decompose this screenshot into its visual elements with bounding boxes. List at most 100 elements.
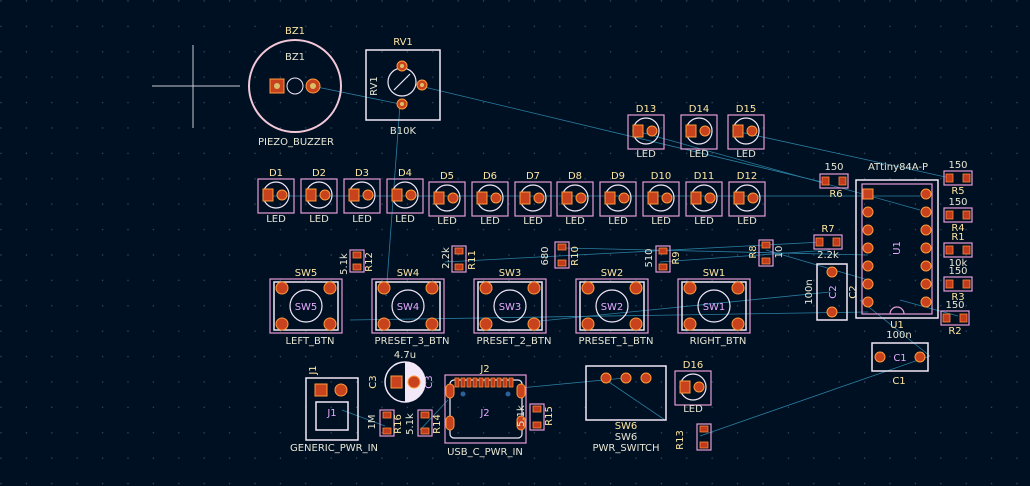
c3-side-label: C3 (424, 375, 435, 388)
led-row: D1 LED D2 LED D3 LED D4 LED (257, 168, 766, 227)
j2-inner-label: J2 (479, 408, 489, 419)
led-ref: D11 (694, 171, 714, 182)
led-value: LED (395, 214, 415, 225)
switch-sw1[interactable]: SW1 SW1 RIGHT_BTN (677, 268, 751, 347)
r5-ref: R5 (951, 186, 964, 197)
resistor-r1[interactable]: R1 10k (943, 232, 973, 269)
resistor-r2[interactable]: 150 R2 (940, 300, 970, 337)
u1-attiny84a[interactable]: ATtiny84A-P U1 U1 (855, 162, 939, 331)
j1-value: GENERIC_PWR_IN (290, 443, 378, 454)
r2-value: 150 (945, 300, 964, 311)
led-ref: D2 (312, 168, 326, 179)
resistor-r8[interactable]: R8 10 (748, 239, 785, 267)
switch-sw5[interactable]: SW5 SW5 LEFT_BTN (269, 268, 343, 347)
led-top-d13[interactable]: D13 LED (627, 104, 665, 160)
led-d2[interactable]: D2 LED (300, 168, 338, 225)
led-ref: D4 (398, 168, 412, 179)
switch-value: LEFT_BTN (285, 336, 334, 347)
connector-j2-usb-c[interactable]: J2 J2 USB_C_PWR_IN (444, 364, 527, 458)
led-d4[interactable]: D4 LED (386, 168, 424, 225)
switch-sw6-power[interactable]: SW6 SW6 PWR_SWITCH (585, 365, 667, 454)
capacitor-c2[interactable]: C2 100n C2 (804, 263, 859, 321)
rv1-side-label: RV1 (369, 76, 380, 96)
led-ref: D1 (269, 168, 283, 179)
switch-ref: SW4 (397, 268, 420, 279)
rv1-potentiometer[interactable]: RV1 RV1 B10K (365, 37, 441, 137)
c3-value: 4.7u (394, 350, 416, 361)
led-d10[interactable]: D10 LED (642, 171, 680, 227)
resistor-r10[interactable]: 680 R10 (540, 241, 581, 269)
r7-value: 2.2k (817, 250, 839, 261)
r5-value: 150 (948, 160, 967, 171)
c1-inner-label: C1 (893, 353, 906, 364)
switch-value: RIGHT_BTN (690, 336, 747, 347)
led-ref: D10 (651, 171, 671, 182)
led-d8[interactable]: D8 LED (556, 171, 594, 227)
capacitor-c1[interactable]: 100n C1 C1 (871, 330, 929, 387)
switch-sw3[interactable]: SW3 SW3 PRESET_2_BTN (473, 268, 552, 347)
led-value: LED (352, 214, 372, 225)
switch-value: PRESET_1_BTN (579, 336, 654, 347)
r1-ref: R1 (951, 232, 964, 243)
resistor-r16[interactable]: 1M R16 (367, 409, 404, 437)
led-top-d14[interactable]: D14 LED (680, 104, 718, 160)
led-value: LED (437, 216, 457, 227)
resistor-r6[interactable]: 150 R6 (819, 162, 849, 200)
r12-value: 5.1k (339, 253, 350, 275)
r9-value: 510 (644, 248, 655, 267)
led-ref: D13 (636, 104, 656, 115)
d16-ref: D16 (683, 360, 703, 371)
led-ref: D9 (611, 171, 625, 182)
j2-ref: J2 (479, 364, 489, 375)
resistor-r5[interactable]: 150 R5 (943, 160, 973, 197)
led-value: LED (266, 214, 286, 225)
led-d9[interactable]: D9 LED (599, 171, 637, 227)
led-ref: D3 (355, 168, 369, 179)
switch-sw4[interactable]: SW4 SW4 PRESET_3_BTN (371, 268, 449, 347)
c1-value: 100n (886, 330, 911, 341)
led-d12[interactable]: D12 LED (728, 171, 766, 227)
led-value: LED (736, 149, 756, 160)
ratsnest (264, 85, 959, 437)
switch-value: PRESET_2_BTN (477, 336, 552, 347)
resistor-r9[interactable]: 510 R9 (644, 245, 682, 273)
capacitor-c3[interactable]: 4.7u C3 C3 (368, 350, 435, 403)
resistor-r7[interactable]: R7 2.2k (813, 224, 843, 261)
r15-ref: R15 (544, 406, 555, 426)
resistor-r11[interactable]: 2.2k R11 (441, 245, 478, 273)
resistor-r15[interactable]: 5.1k R15 (516, 403, 555, 431)
led-ref: D15 (736, 104, 756, 115)
r13-ref: R13 (675, 430, 686, 450)
r14-ref: R14 (432, 414, 443, 434)
led-d11[interactable]: D11 LED (685, 171, 723, 227)
switch-sw2[interactable]: SW2 SW2 PRESET_1_BTN (575, 268, 654, 347)
resistor-r4[interactable]: 150 R4 (943, 197, 973, 234)
led-ref: D6 (483, 171, 497, 182)
resistor-r12[interactable]: 5.1k R12 (339, 249, 375, 275)
r8-value: 10 (774, 246, 785, 259)
led-d7[interactable]: D7 LED (514, 171, 552, 227)
resistor-r14[interactable]: 5.1k R14 (405, 409, 443, 437)
led-d6[interactable]: D6 LED (471, 171, 509, 227)
c1-ref: C1 (892, 376, 905, 387)
resistor-r13[interactable]: R13 (675, 423, 712, 451)
led-d5[interactable]: D5 LED (428, 171, 466, 227)
led-d3[interactable]: D3 LED (343, 168, 381, 225)
r8-ref: R8 (748, 245, 759, 258)
connector-j1[interactable]: J1 J1 GENERIC_PWR_IN (290, 365, 378, 454)
r7-ref: R7 (821, 224, 834, 235)
r9-ref: R9 (671, 251, 682, 264)
led-d16[interactable]: D16 LED (674, 360, 712, 415)
r11-value: 2.2k (441, 247, 452, 269)
bz1-piezo-buzzer[interactable]: BZ1 BZ1 PIEZO_BUZZER (248, 26, 342, 148)
switch-inner: SW4 (397, 302, 420, 313)
r6-ref: R6 (829, 189, 842, 200)
led-top-d15[interactable]: D15 LED (727, 104, 765, 160)
j1-inner-label: J1 (326, 408, 336, 419)
r10-ref: R10 (570, 246, 581, 266)
sw6-value: PWR_SWITCH (592, 443, 659, 454)
r16-value: 1M (367, 415, 378, 430)
rv1-value-label: B10K (390, 126, 417, 137)
led-d1[interactable]: D1 LED (257, 168, 295, 225)
resistor-r3[interactable]: 150 R3 (943, 266, 973, 303)
